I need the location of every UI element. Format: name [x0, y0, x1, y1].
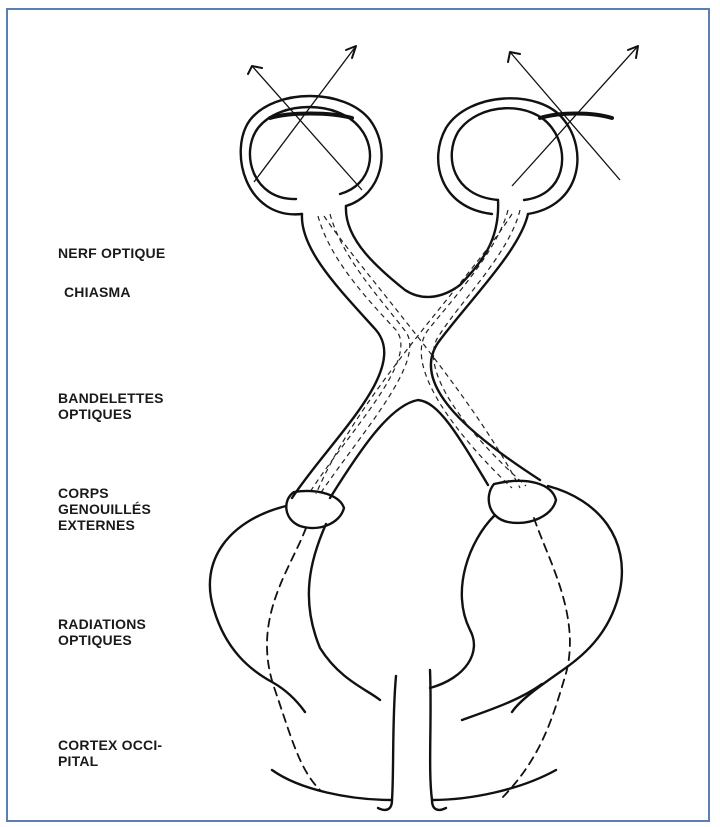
right-eye [438, 46, 638, 214]
lateral-geniculate-bodies [286, 481, 556, 528]
left-eye [241, 46, 382, 214]
optic-chiasm [292, 200, 540, 498]
optic-radiations [210, 486, 622, 810]
